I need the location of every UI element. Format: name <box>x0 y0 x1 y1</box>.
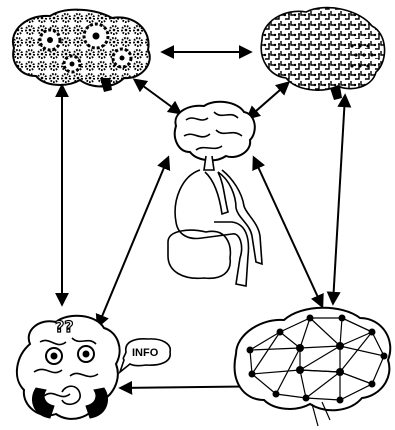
circuit-brain-icon <box>261 8 384 100</box>
gear-brain-icon <box>13 10 150 92</box>
network-brain-icon <box>235 308 391 426</box>
arrow-circuit-to-network <box>333 96 345 303</box>
question-marks: ?? <box>55 317 74 336</box>
arrow-gear-to-thinker <box>135 80 180 113</box>
arrow-circuit-to-thinker <box>248 83 288 118</box>
confused-brain-icon: ?? <box>17 316 120 419</box>
info-speech-bubble: INFO <box>120 339 170 372</box>
arrow-thinker-to-confused <box>98 158 168 326</box>
speech-bubble-text: INFO <box>132 347 159 359</box>
arrow-thinker-to-network <box>254 158 322 306</box>
thinker-figure-icon <box>168 102 262 286</box>
